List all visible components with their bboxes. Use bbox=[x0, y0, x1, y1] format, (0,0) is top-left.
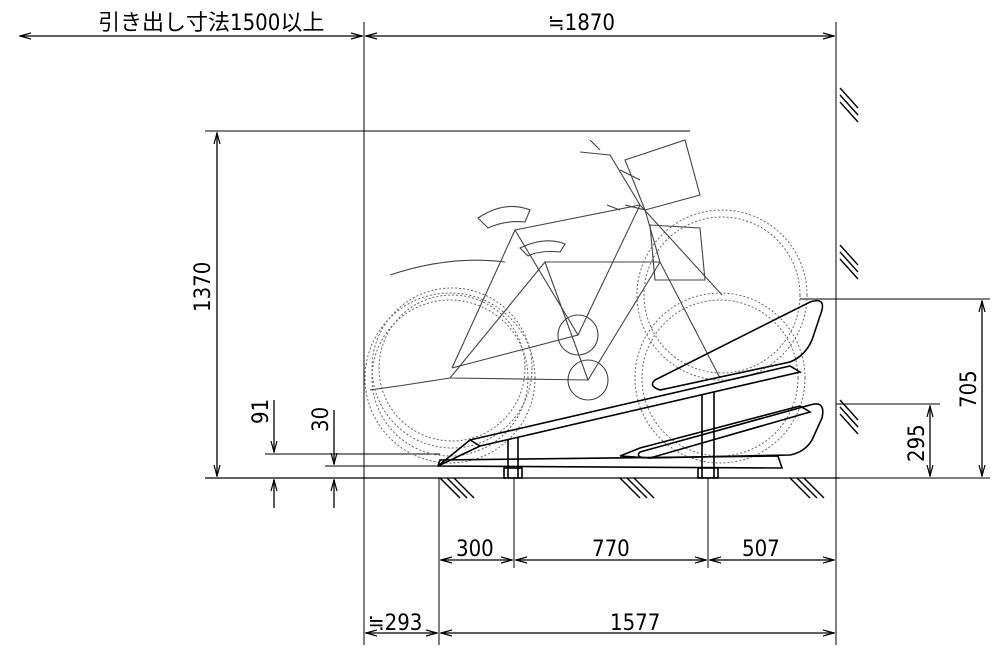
pullout-clearance-label: 引き出し寸法1500以上 bbox=[98, 11, 324, 36]
lower-bicycle bbox=[364, 204, 806, 464]
upper-tier-height-label: 705 bbox=[957, 370, 982, 408]
overall-width-label: ≒1870 bbox=[548, 11, 615, 36]
rear-clearance-label: 30 bbox=[309, 407, 334, 432]
floor bbox=[205, 477, 840, 499]
lower-tier-height-label: 295 bbox=[905, 424, 930, 462]
rack-depth-label: 1577 bbox=[610, 611, 660, 636]
rack-base-rail bbox=[436, 455, 784, 469]
front-overhang-label: ≒293 bbox=[368, 611, 422, 636]
rack-leg-front bbox=[507, 438, 519, 478]
span-front-label: 300 bbox=[456, 537, 494, 562]
span-rear-label: 507 bbox=[742, 537, 780, 562]
rack-leg-rear bbox=[701, 392, 715, 478]
upper-bicycle bbox=[371, 139, 808, 449]
lower-wheel-guide bbox=[637, 403, 824, 459]
overall-height-label: 1370 bbox=[191, 262, 216, 312]
right-dimensions: 705 295 bbox=[800, 298, 990, 479]
bottom-dimensions: 300 770 507 ≒293 1577 bbox=[366, 478, 837, 645]
left-dimensions: 1370 91 30 bbox=[191, 130, 690, 508]
top-dimensions: 引き出し寸法1500以上 ≒1870 bbox=[20, 11, 837, 645]
front-clearance-label: 91 bbox=[249, 399, 274, 424]
wall-hatching bbox=[839, 87, 859, 435]
span-middle-label: 770 bbox=[592, 537, 630, 562]
upper-wheel-guide bbox=[651, 299, 824, 391]
rack bbox=[436, 299, 824, 479]
lower-ramp-edge bbox=[469, 439, 481, 447]
lower-ramp bbox=[437, 365, 803, 467]
